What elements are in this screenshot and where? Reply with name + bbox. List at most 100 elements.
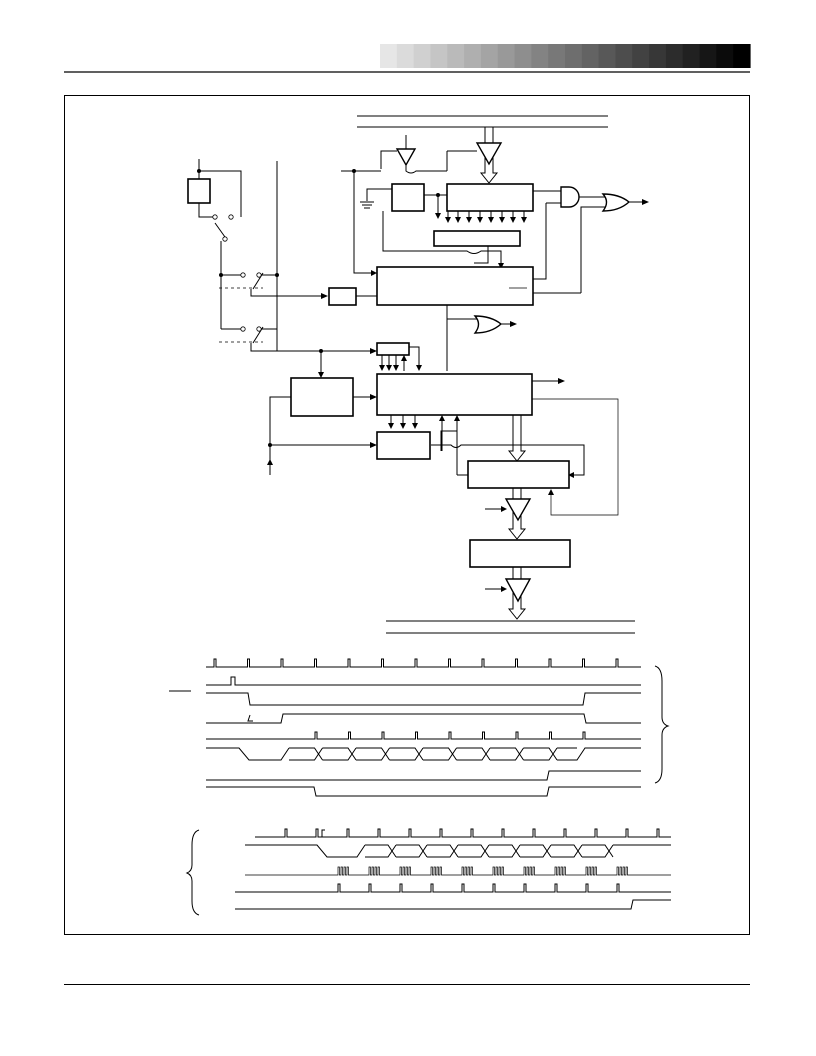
small-register-feed [409,346,420,367]
data-bit [322,747,357,761]
data-lead-out [613,844,671,846]
gradient-step [598,44,617,68]
timing1-shift-signal [206,731,641,740]
data-bit [423,747,457,761]
gradient-step [413,44,432,68]
data-bit [456,747,491,761]
aux-block [469,539,571,568]
arrowhead [318,372,324,378]
mode-block [290,377,354,417]
data-bit [523,747,558,761]
data-bit [582,844,614,858]
arrowhead [370,348,377,354]
data-lead-out [557,747,641,761]
timing1-enable-signal [206,713,641,724]
figure-drawing [169,115,671,916]
bus-connector-arrow [479,127,499,184]
timing2-strobe-signal [235,883,671,893]
gate-block [391,183,425,212]
data-bit [489,844,521,858]
arrowhead [642,199,649,205]
data-bit [396,844,428,858]
arrowhead [510,321,517,327]
gradient-step [497,44,516,68]
page-header [0,0,816,80]
timing2-data-signal [245,844,671,858]
gradient-step [733,44,751,68]
bus-input-buffer [475,142,503,166]
switch-arm [252,326,264,344]
data-bit [520,844,552,858]
output-register [467,460,570,489]
status-wire [440,430,457,451]
relay-coil [187,178,211,204]
strobe-waveform [235,883,671,893]
output-bus [507,567,527,620]
register-to-or [446,305,477,320]
arrowhead [370,442,377,448]
data-bit [365,844,397,858]
small-register [376,342,410,356]
arrowhead [501,586,507,592]
gradient-step [716,44,734,68]
counter-output-arrows [445,211,527,223]
latch-buffer [504,498,532,522]
arrowhead [558,378,565,384]
gradient-step [615,44,633,68]
arrowhead [267,459,273,465]
gradient-step [464,44,482,68]
timing1-brace [654,665,670,784]
switch-arm [214,222,226,238]
main-register-arrows [388,415,460,475]
data-bit [427,844,459,858]
timing1-valid-signal [206,786,641,797]
gradient-step [430,44,448,68]
timing1-clock-signal [206,658,641,668]
inverter-buffer [395,148,417,167]
timing2-end-signal [235,899,671,910]
timing2-clock-signal [255,828,671,838]
header-gradient-bar [380,44,751,68]
decoder-feedback [474,246,489,264]
timing-diagram-2 [185,828,671,916]
gradient-step [632,44,650,68]
output-buffer [504,578,532,603]
or-gate-output [601,193,631,212]
control-register [376,266,534,306]
shift-waveform [206,731,641,740]
gradient-step [396,44,415,68]
small-register-arrows [379,355,407,371]
timing1-busy-signal [206,692,641,706]
timing-diagram-1 [169,658,670,797]
data-lead-in [206,747,290,761]
data-lead-in [245,844,366,858]
block-diagram [187,115,649,634]
timing1-data-signal [206,747,641,761]
clock-feed-wire [353,171,377,274]
gradient-step [581,44,600,68]
small-buffer [328,287,357,306]
arrowhead [501,506,507,512]
timing2-burst-signal [245,866,671,876]
data-bit [356,747,390,761]
main-bus [507,415,527,462]
and-feed-wire [533,203,547,280]
main-register [376,373,533,416]
coil-wire [198,203,213,218]
gradient-step [699,44,717,68]
or-gate-input-2 [580,206,606,293]
gradient-step [548,44,566,68]
and-gate [560,186,580,208]
timing2-marker [321,829,325,837]
timing2-brace [185,829,200,916]
switch-2-out [250,343,371,352]
feedback-wire [532,398,619,516]
footer-rule [64,984,750,985]
switch-contact [240,272,246,278]
arrowhead [435,213,441,219]
switch-contact [240,326,246,332]
data-bit [458,844,490,858]
latch-block [376,431,431,460]
supply-branch [199,170,242,217]
counter-block [446,183,534,212]
